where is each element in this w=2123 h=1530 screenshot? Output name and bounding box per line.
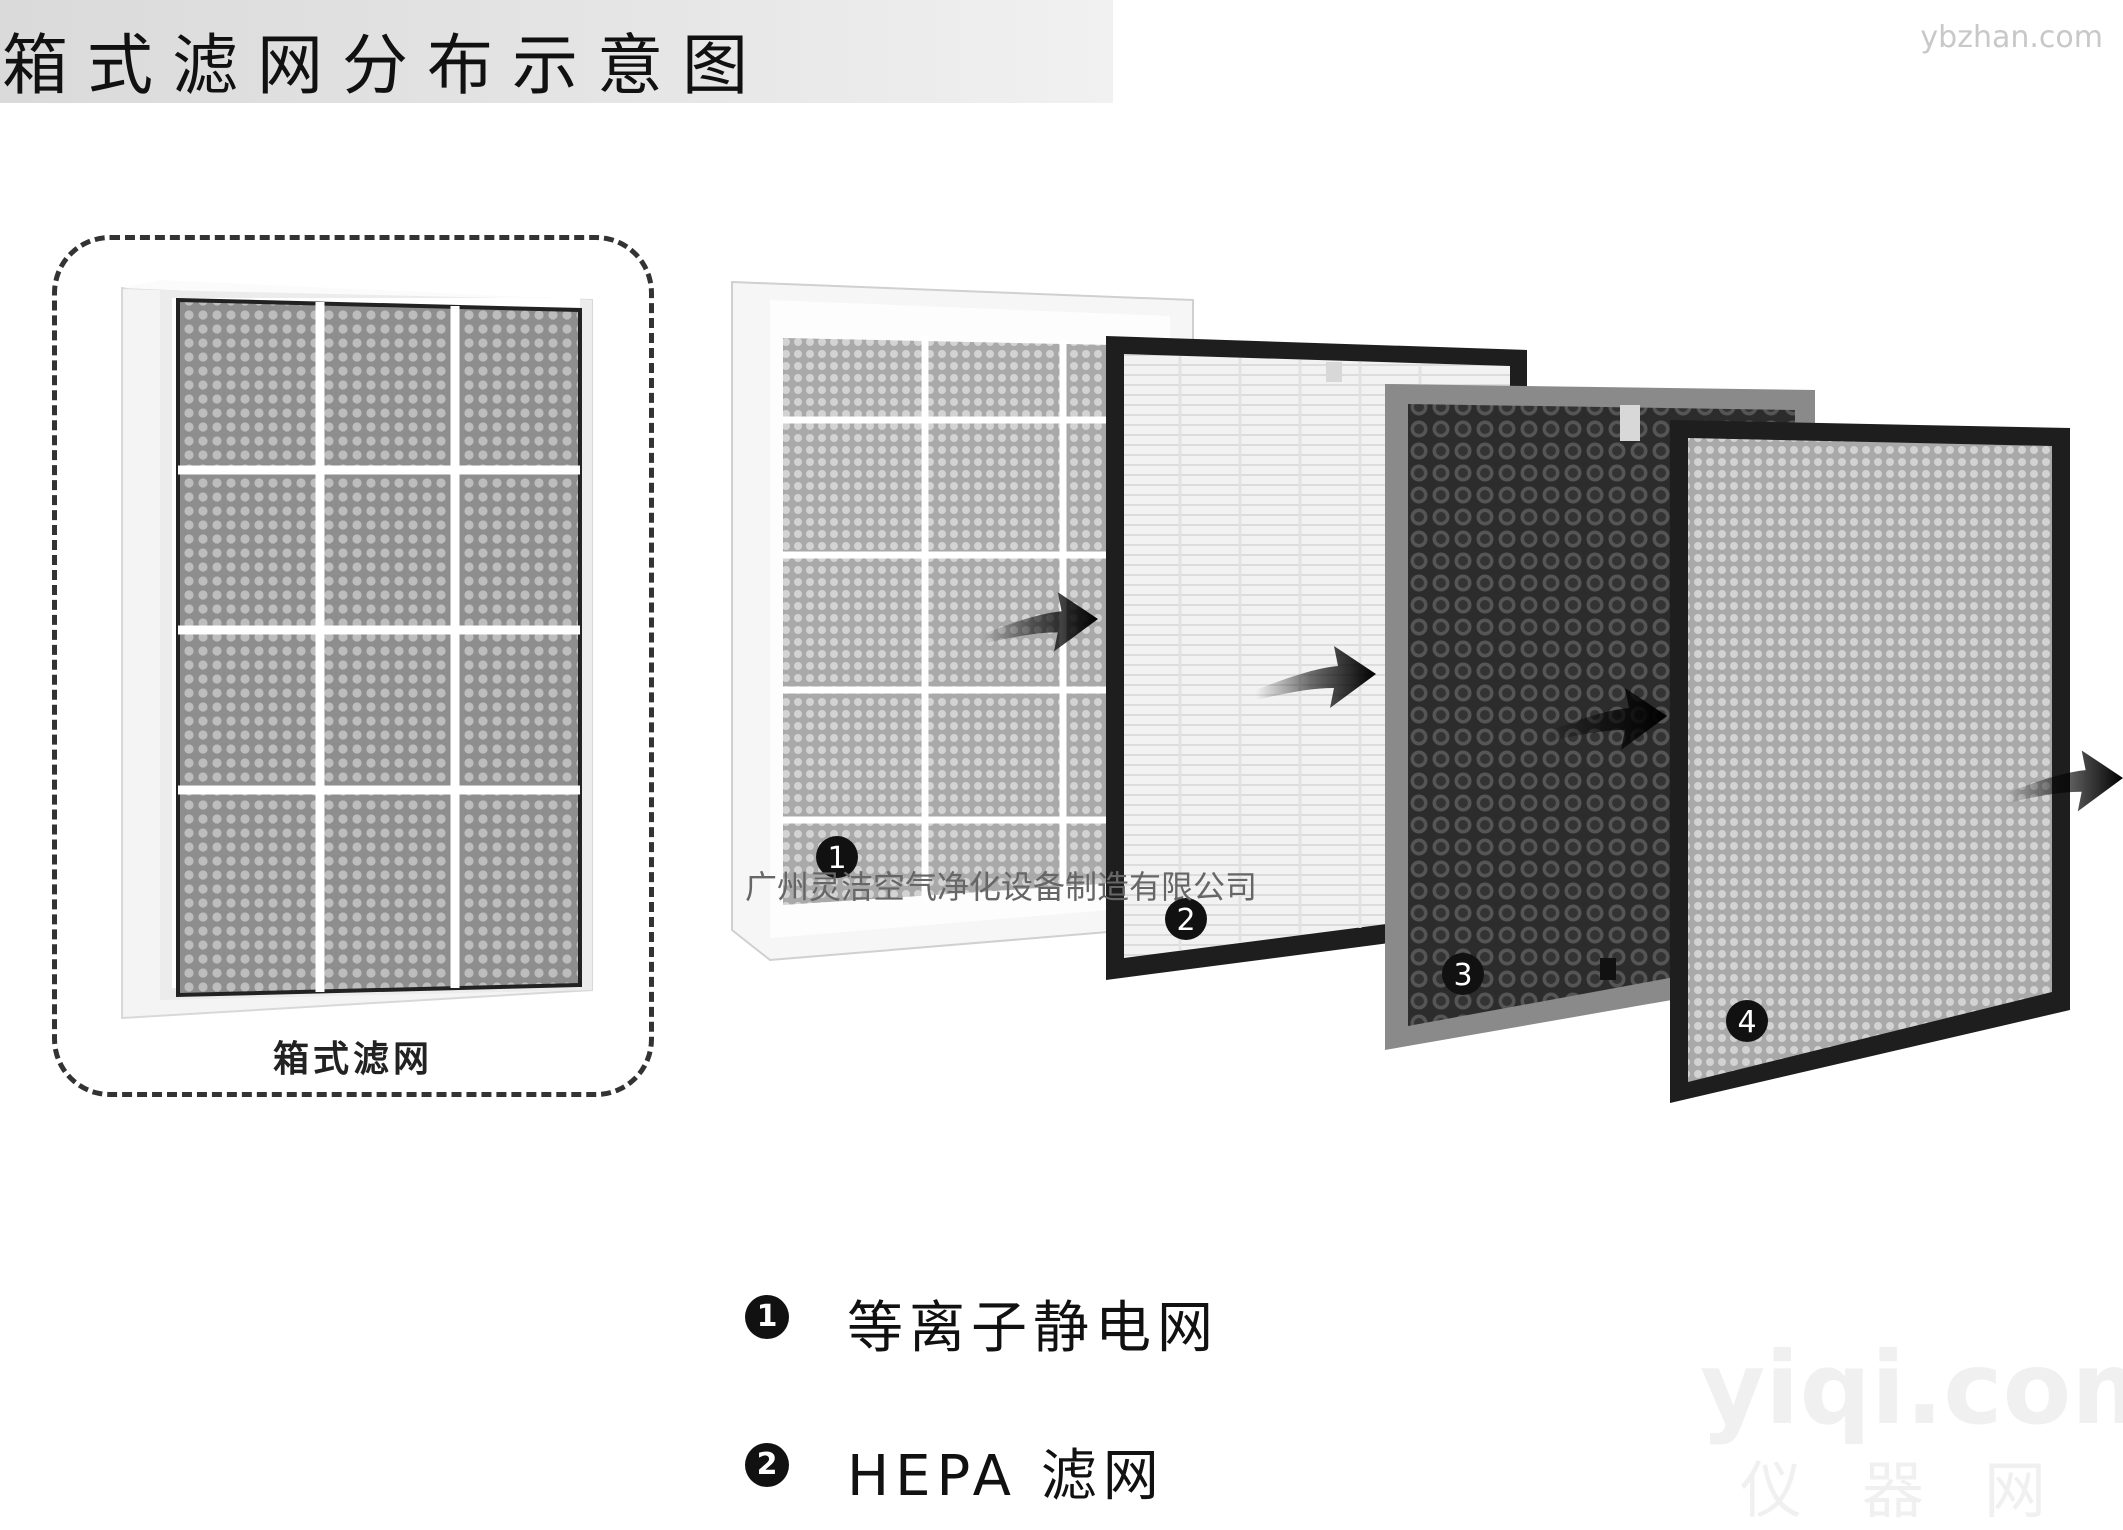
svg-text:4: 4 bbox=[1737, 1005, 1756, 1040]
title-bar: 箱式滤网分布示意图 bbox=[0, 0, 1113, 104]
company-name: 广州灵洁空气净化设备制造有限公司 bbox=[745, 868, 1258, 906]
watermark-en: yiqi.com bbox=[1700, 1330, 2123, 1447]
svg-text:1: 1 bbox=[827, 841, 846, 876]
filter-1-image bbox=[731, 280, 1194, 962]
box-filter-highlight bbox=[52, 235, 654, 1097]
svg-text:3: 3 bbox=[1453, 958, 1472, 993]
watermark-cn: 仪器网 bbox=[1740, 1454, 2107, 1527]
box-filter-image bbox=[121, 280, 593, 1020]
watermark-top: ybzhan.com bbox=[1920, 20, 2103, 55]
legend-label: 等离子静电网 bbox=[847, 1296, 1219, 1361]
svg-text:2: 2 bbox=[1176, 903, 1195, 938]
filter-number-4: 4 bbox=[1726, 1000, 1768, 1042]
box-filter-label: 箱式滤网 bbox=[272, 1039, 433, 1080]
filter-number-2: 2 bbox=[1165, 898, 1207, 940]
legend-bullet: 2 bbox=[745, 1443, 789, 1487]
filter-number-3: 3 bbox=[1442, 953, 1484, 995]
legend-bullet: 1 bbox=[745, 1295, 789, 1339]
filter-number-1: 1 bbox=[816, 836, 858, 878]
page-title: 箱式滤网分布示意图 bbox=[2, 27, 767, 104]
legend-label: HEPA 滤网 bbox=[847, 1444, 1165, 1509]
filter-4-image bbox=[1670, 420, 2070, 1103]
watermark-bottom: yiqi.com 仪器网 bbox=[1700, 1330, 2123, 1527]
